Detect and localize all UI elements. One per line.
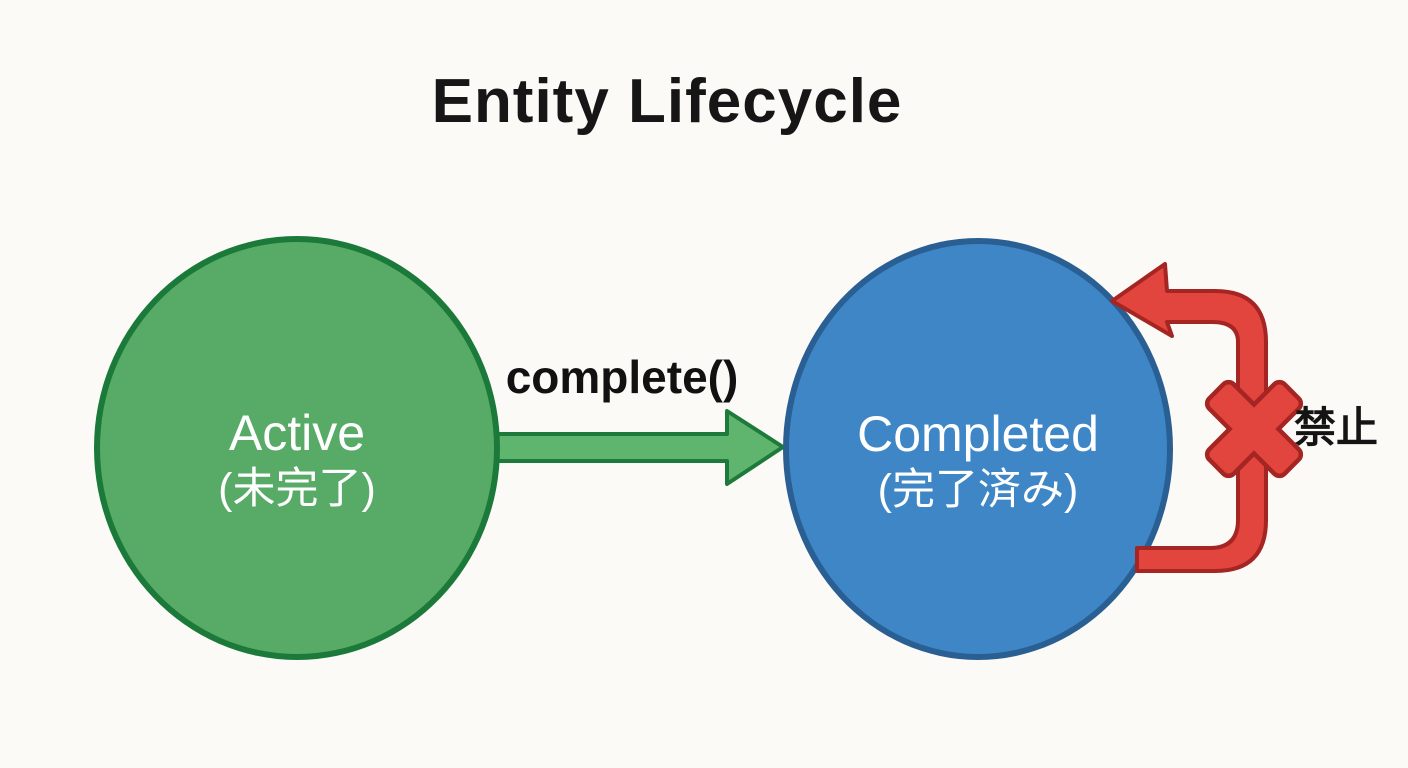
state-node-completed: Completed (完了済み) [783, 238, 1173, 660]
diagram-title: Entity Lifecycle [431, 67, 903, 136]
state-node-active-text: Active (未完了) [218, 408, 376, 511]
state-node-active: Active (未完了) [94, 236, 500, 660]
state-node-completed-text: Completed (完了済み) [857, 409, 1099, 512]
state-label: Active [228, 404, 366, 461]
state-sublabel: (未完了) [218, 464, 376, 513]
transition-label: complete() [505, 351, 739, 403]
complete-arrow-icon [468, 409, 785, 486]
state-sublabel: (完了済み) [877, 465, 1079, 514]
x-mark-icon [1204, 379, 1304, 479]
forbidden-label: 禁止 [1294, 404, 1379, 451]
state-label: Completed [857, 405, 1099, 462]
